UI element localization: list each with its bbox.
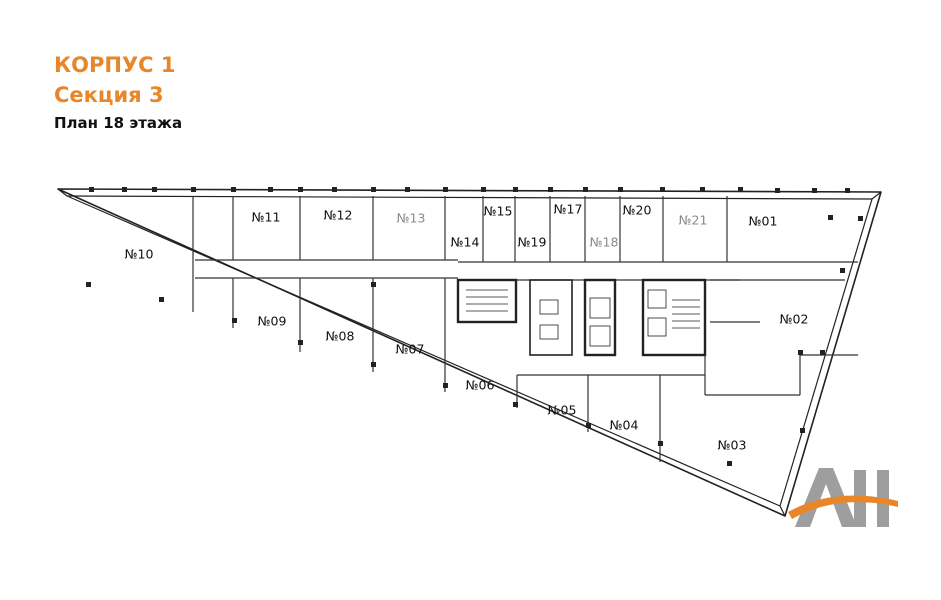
unit-label-10: №10: [125, 247, 154, 262]
unit-label-15: №15: [484, 204, 513, 219]
unit-label-13: №13: [397, 211, 426, 226]
unit-label-07: №07: [396, 342, 425, 357]
unit-label-11: №11: [252, 210, 281, 225]
unit-label-06: №06: [466, 378, 495, 393]
unit-label-21: №21: [679, 213, 708, 228]
unit-label-02: №02: [780, 312, 809, 327]
plan-header: КОРПУС 1 Секция 3 План 18 этажа: [54, 50, 182, 134]
unit-label-04: №04: [610, 418, 639, 433]
building-core: [456, 278, 707, 357]
unit-label-08: №08: [326, 329, 355, 344]
unit-label-09: №09: [258, 314, 287, 329]
unit-label-05: №05: [548, 403, 577, 418]
floor-plan-title: План 18 этажа: [54, 114, 183, 132]
section-title: Секция 3: [54, 83, 164, 107]
ah-logo-icon: [788, 468, 898, 527]
unit-label-03: №03: [718, 438, 747, 453]
unit-label-01: №01: [749, 214, 778, 229]
building-outline: [57, 188, 882, 517]
structural-columns: [86, 187, 863, 466]
unit-label-17: №17: [554, 202, 583, 217]
unit-label-18: №18: [590, 235, 619, 250]
building-title: КОРПУС 1: [54, 53, 176, 77]
unit-label-12: №12: [324, 208, 353, 223]
partition-walls: [232, 196, 858, 462]
unit-label-19: №19: [518, 235, 547, 250]
unit-label-20: №20: [623, 203, 652, 218]
unit-labels: №10 №11 №12 №13 №14 №15 №17 №19 №18 №20 …: [125, 202, 809, 453]
unit-label-14: №14: [451, 235, 480, 250]
